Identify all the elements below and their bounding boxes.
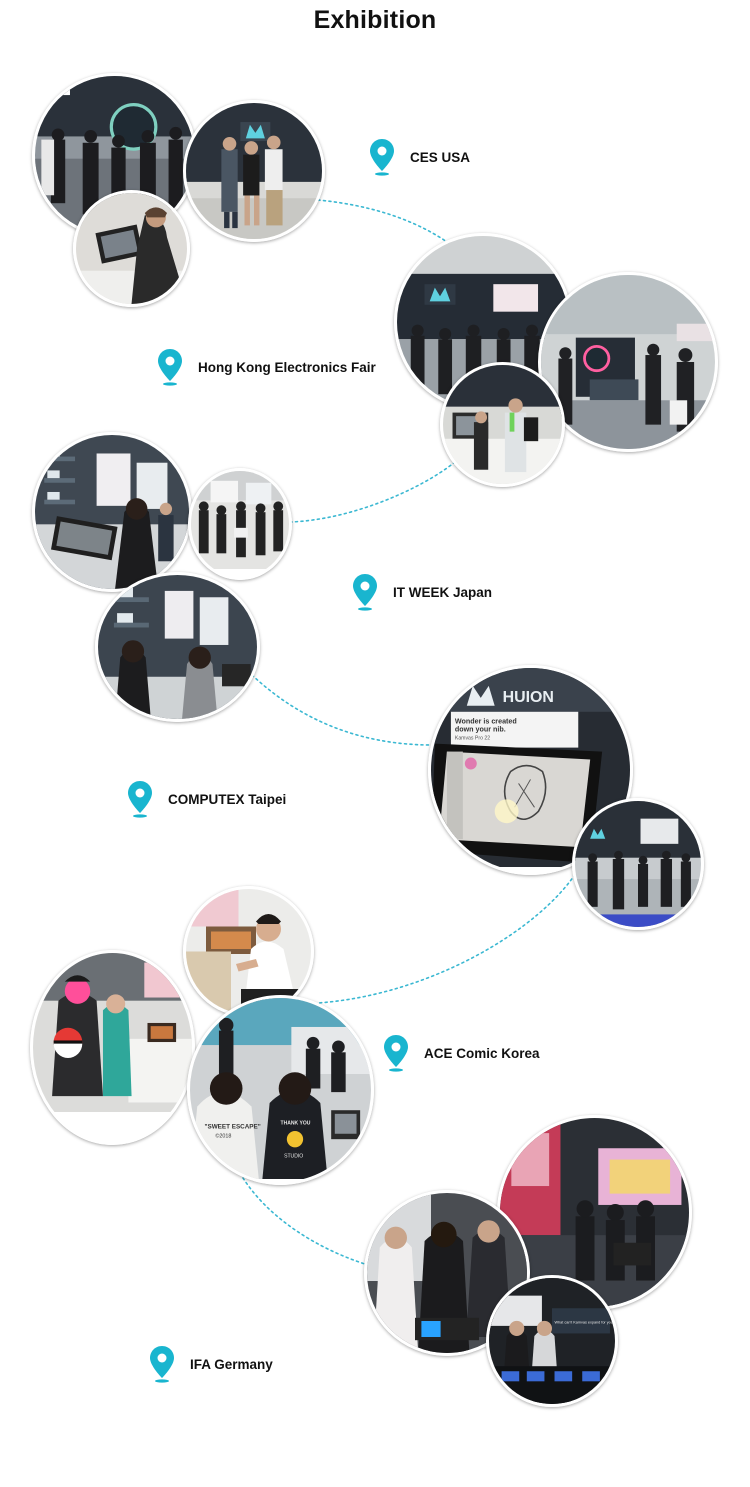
ifa-staff-counter-photo: What can't Kamvas expand for you? [486, 1275, 618, 1407]
location-pin-icon [381, 1033, 411, 1073]
connector-line-itweek-computex [251, 674, 433, 746]
ifa-booth-screens-photo [497, 1115, 692, 1310]
itweek-staff-demo-photo [95, 572, 260, 722]
computex-banner-line1: Wonder is created [455, 718, 517, 726]
exhibition-label-ifa-germany: IFA Germany [147, 1344, 273, 1384]
page-title: Exhibition [313, 6, 437, 34]
location-pin-icon [367, 137, 397, 177]
ace-cosplay-visitors-photo [30, 950, 195, 1145]
location-pin-icon [125, 779, 155, 819]
computex-banner-line2: down your nib. [455, 726, 506, 734]
computex-banner-line3: Kamvas Pro 22 [455, 736, 490, 742]
exhibition-label-hong-kong: Hong Kong Electronics Fair [155, 347, 376, 387]
ace-shirt-text: "SWEET ESCAPE" [204, 1123, 260, 1130]
exhibition-name: COMPUTEX Taipei [168, 791, 287, 807]
connector-line-ace-ifa [242, 1177, 369, 1266]
hk-tablet-demo-photo [440, 362, 565, 487]
exhibition-label-ces-usa: CES USA [367, 137, 470, 177]
ifa-screen-text: What can't Kamvas expand for you? [555, 1320, 615, 1324]
hk-booth-visitors-photo [538, 272, 718, 452]
exhibition-name: IFA Germany [190, 1356, 273, 1372]
computex-brand-text: HUION [503, 689, 554, 706]
exhibition-name: ACE Comic Korea [424, 1045, 540, 1061]
itweek-booth-crowd-photo [188, 468, 292, 580]
exhibition-name: Hong Kong Electronics Fair [198, 359, 376, 375]
computex-kamvas-display-photo: HUION Wonder is created down your nib. K… [428, 665, 633, 875]
exhibition-label-ace-comic-korea: ACE Comic Korea [381, 1033, 540, 1073]
exhibition-label-computex-taipei: COMPUTEX Taipei [125, 779, 286, 819]
ace-shirt2-text: THANK YOU [281, 1121, 311, 1127]
computex-booth-crowd-photo [572, 798, 704, 930]
exhibition-label-it-week-japan: IT WEEK Japan [350, 572, 492, 612]
connector-line-hk-itweek [289, 461, 456, 523]
exhibition-name: CES USA [410, 149, 471, 165]
connector-line-computex-ace [317, 869, 579, 1004]
location-pin-icon [147, 1344, 177, 1384]
ace-shirt2-studio: STUDIO [284, 1153, 303, 1159]
ace-shirt-year: ©2018 [215, 1132, 231, 1139]
ces-booth-team-photo [183, 100, 325, 242]
ace-visitors-drawing-photo: "SWEET ESCAPE" ©2018 THANK YOU STUDIO [187, 995, 374, 1185]
exhibition-name: IT WEEK Japan [393, 584, 493, 600]
itweek-booth-display-photo [32, 432, 192, 592]
location-pin-icon [350, 572, 380, 612]
location-pin-icon [155, 347, 185, 387]
ces-tablet-demo-photo [73, 190, 190, 307]
